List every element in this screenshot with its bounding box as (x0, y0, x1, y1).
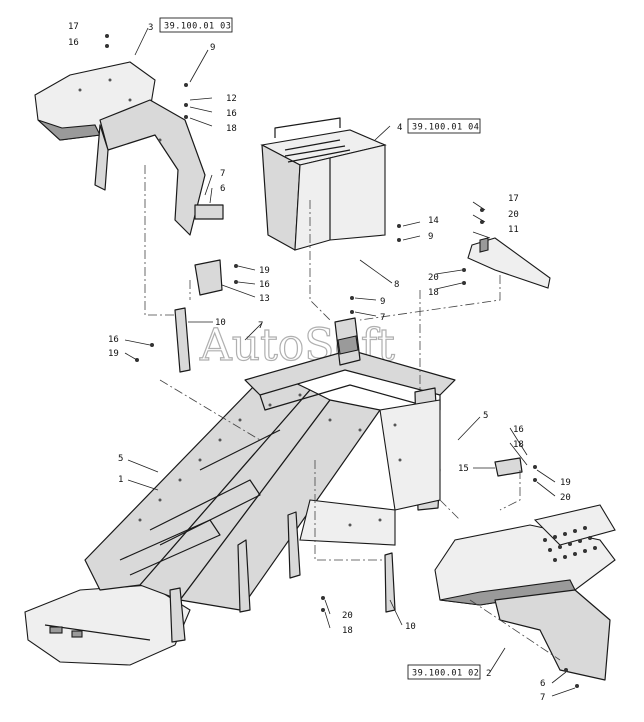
ref-text-bottom-right: 39.100.01 02 (412, 669, 479, 679)
fasteners (105, 34, 579, 688)
callout-16: 16 (226, 109, 237, 119)
callout-9: 9 (380, 297, 385, 307)
ref-box-top-left: 39.100.01 03 (159, 17, 233, 33)
callout-19: 19 (560, 478, 571, 488)
callout-19: 19 (108, 349, 119, 359)
ref-box-top-right: 39.100.01 04 (407, 118, 481, 134)
step-plate (467, 237, 551, 289)
callout-7: 7 (258, 321, 263, 331)
callout-6: 6 (540, 679, 545, 689)
callout-18: 18 (342, 626, 353, 636)
callout-18: 18 (428, 288, 439, 298)
callout-16: 16 (259, 280, 270, 290)
ref-box-bottom-right: 39.100.01 02 (407, 664, 481, 680)
callout-8: 8 (394, 280, 399, 290)
callout-13: 13 (259, 294, 270, 304)
callout-19: 19 (259, 266, 270, 276)
callout-16: 16 (68, 38, 79, 48)
callout-2: 2 (486, 669, 491, 679)
callout-7: 7 (220, 169, 225, 179)
callout-9: 9 (210, 43, 215, 53)
callout-16: 16 (108, 335, 119, 345)
callout-17: 17 (508, 194, 519, 204)
callout-20: 20 (342, 611, 353, 621)
callout-20: 20 (560, 493, 571, 503)
callout-3: 3 (148, 23, 153, 33)
callout-5: 5 (118, 454, 123, 464)
callout-12: 12 (226, 94, 237, 104)
callout-9: 9 (428, 232, 433, 242)
callout-6: 6 (220, 184, 225, 194)
callout-labels: 17 16 3 9 12 16 18 7 6 4 17 20 11 14 9 2… (68, 22, 571, 703)
callout-14: 14 (428, 216, 439, 226)
ref-text-top-right: 39.100.01 04 (412, 123, 479, 133)
callout-18: 18 (226, 124, 237, 134)
left-fender (34, 61, 224, 236)
leader-lines (124, 27, 576, 697)
callout-11: 11 (508, 225, 519, 235)
callout-7: 7 (380, 313, 385, 323)
callout-17: 17 (68, 22, 79, 32)
callout-5: 5 (483, 411, 488, 421)
battery-box (260, 117, 387, 251)
callout-1: 1 (118, 475, 123, 485)
right-fender (434, 504, 616, 681)
callout-16: 16 (513, 425, 524, 435)
callout-10: 10 (215, 318, 226, 328)
callout-4: 4 (397, 123, 402, 133)
ref-text-top-left: 39.100.01 03 (164, 22, 231, 32)
assembly-lines (144, 165, 561, 661)
callout-20: 20 (508, 210, 519, 220)
callout-15: 15 (458, 464, 469, 474)
callout-18: 18 (513, 440, 524, 450)
brackets (174, 259, 523, 613)
main-frame (24, 317, 456, 666)
callout-7: 7 (540, 693, 545, 703)
callout-10: 10 (405, 622, 416, 632)
callout-20: 20 (428, 273, 439, 283)
